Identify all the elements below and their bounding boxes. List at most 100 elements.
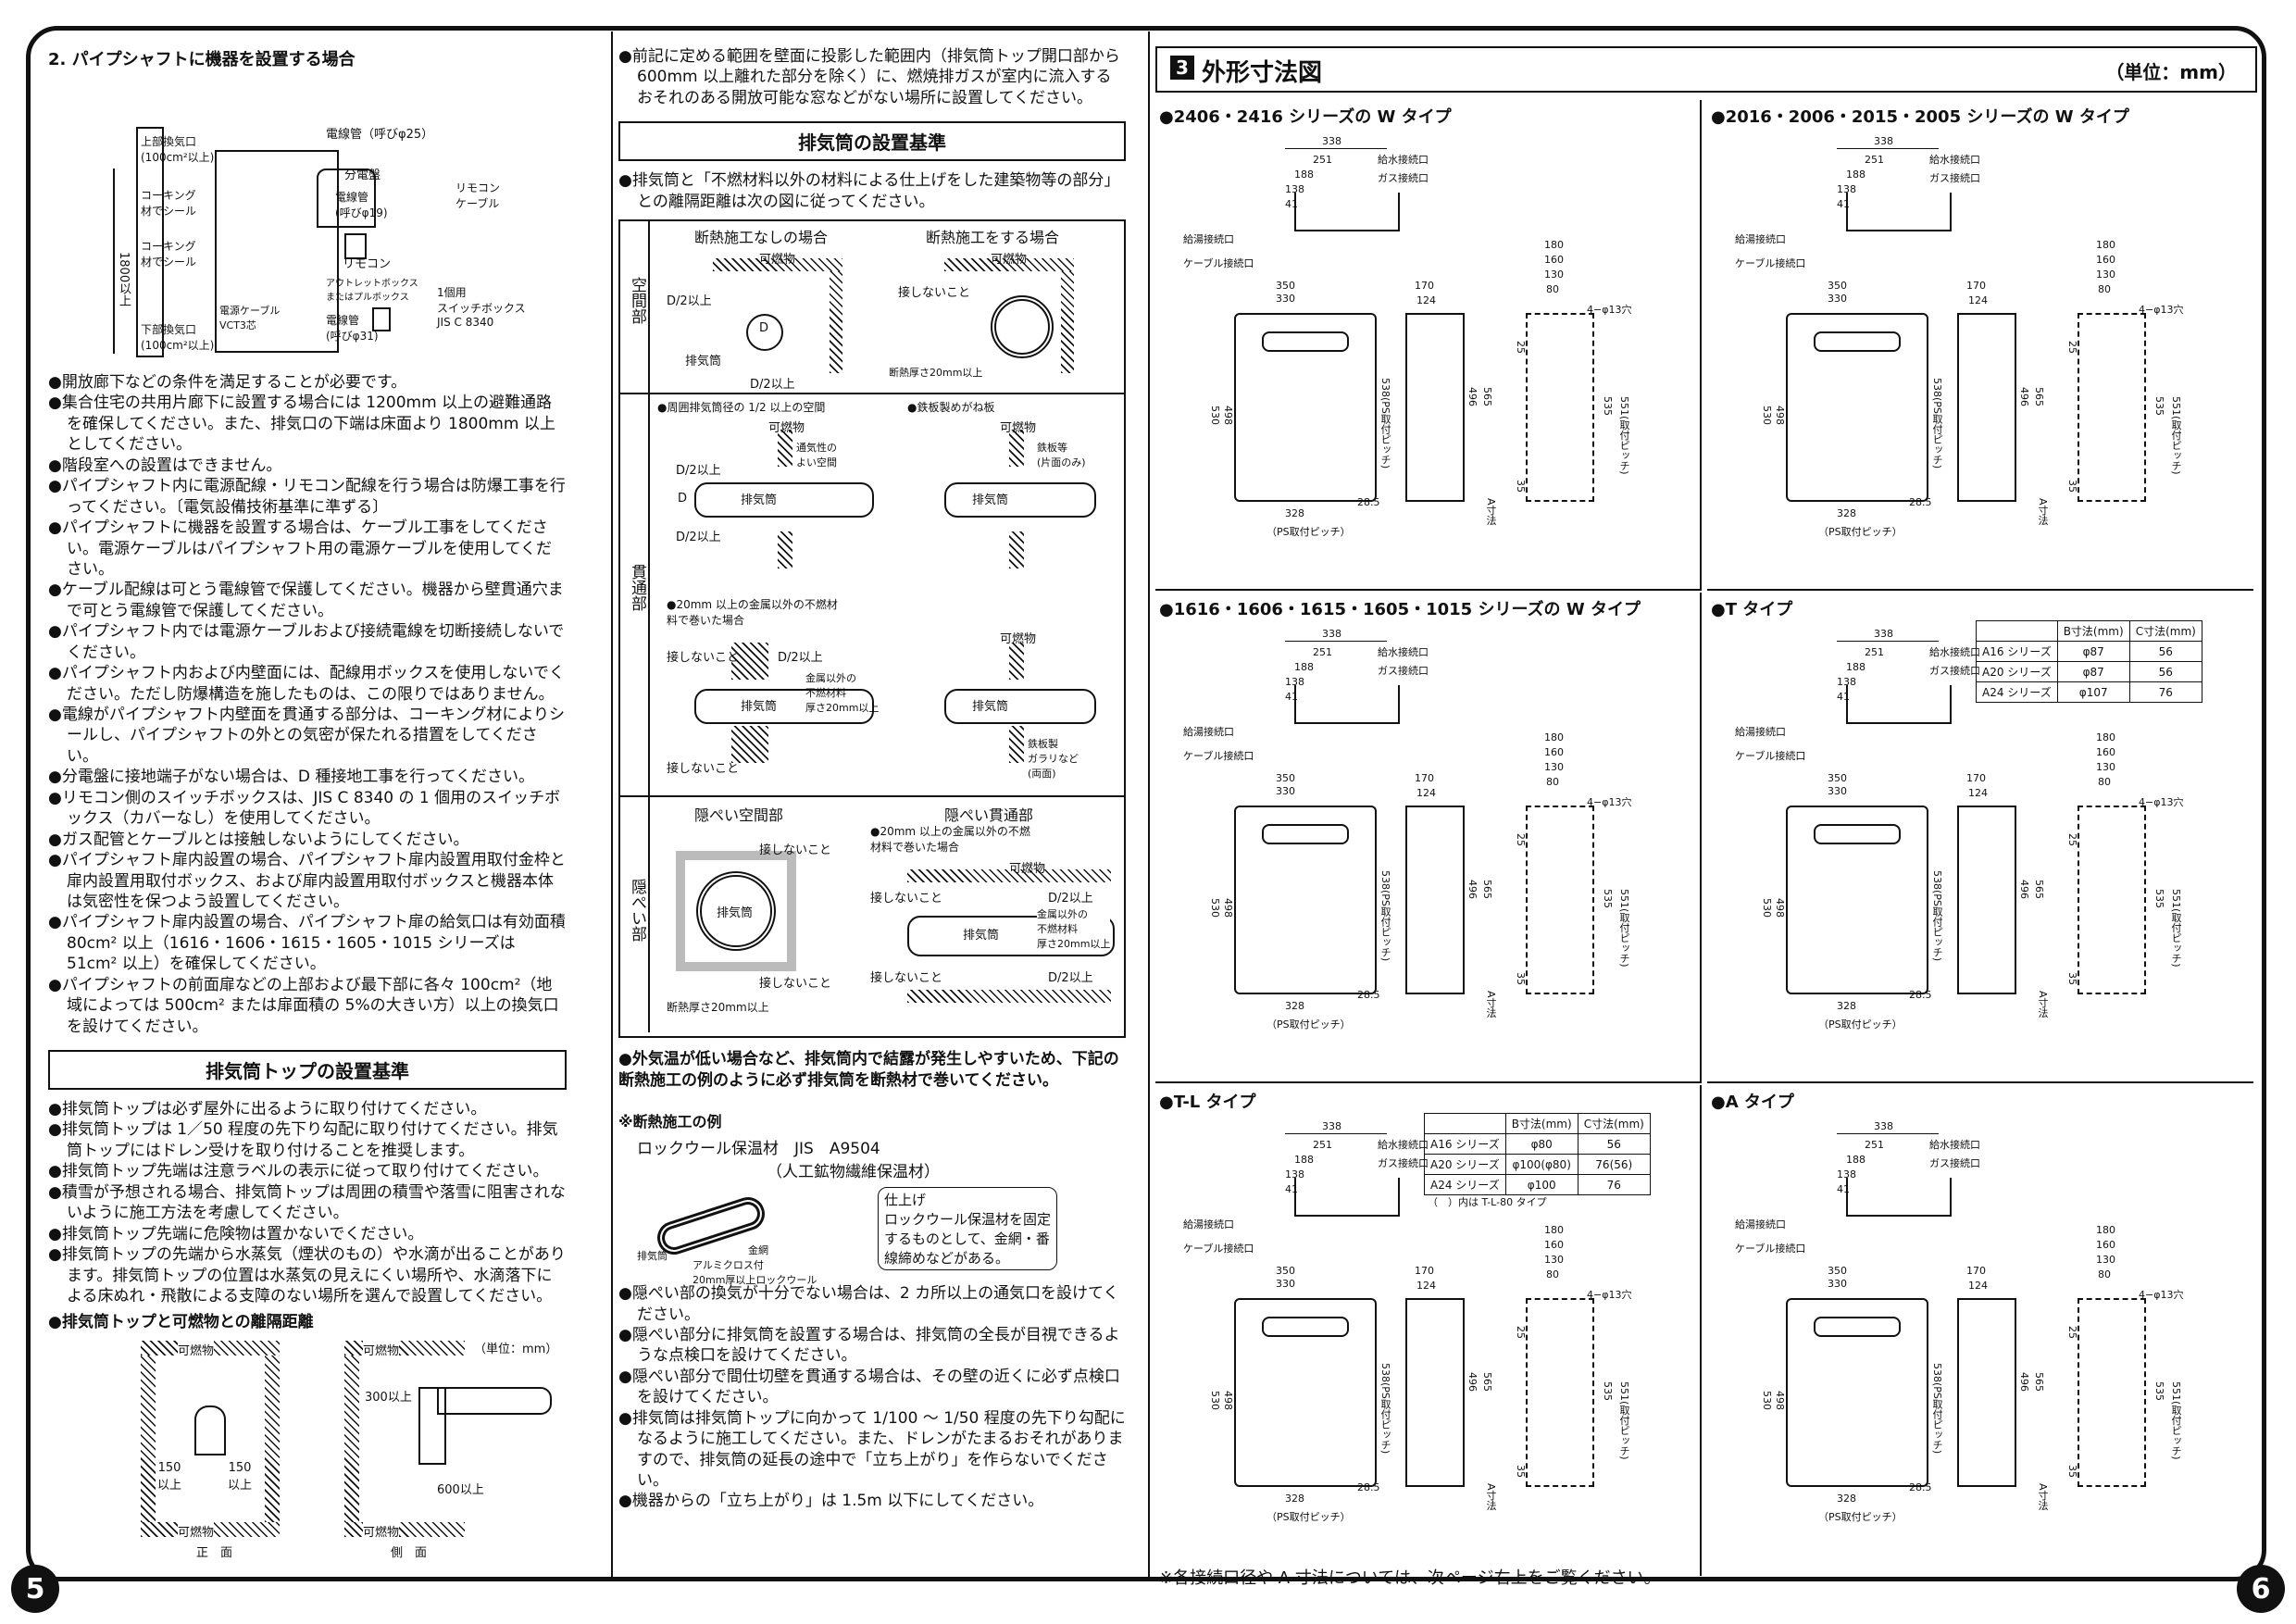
label-height-1800: 1800以上 [117,252,131,307]
label-exhaust: 排気筒 [637,1250,668,1263]
hatch [1009,430,1024,468]
side-view-unit [1405,313,1465,502]
dim-551: 551(取付ピッチ) [2170,396,2182,475]
table-header [1976,620,2058,642]
label-metal-20: ●20mm 以上の金属以外の不燃材 料で巻いた場合 [667,598,838,628]
label-no-contact: 接しないこと [667,762,740,777]
insulated-exhaust-circle [696,871,776,952]
label-300: 300以上 [365,1391,412,1405]
label-exhaust: 排気筒 [685,355,722,369]
dim-535: 535 [2153,1381,2165,1401]
front-view-unit [1786,1298,1928,1487]
table-cell: 76(56) [1577,1154,1651,1175]
dim-130: 130 [2096,1254,2115,1266]
label-remocon-cable: リモコン ケーブル [455,181,501,210]
dim-535: 535 [2153,396,2165,416]
dim-328: 328 [1837,1493,1856,1505]
label-aluminium-cloth: アルミクロス付 20mm厚以上ロックウール [693,1259,817,1287]
dim-188: 188 [1294,661,1314,673]
dim-180: 180 [1544,239,1564,251]
bullet: 階段室への設置はできません。 [48,456,567,476]
label-water-inlet: 給水接続口 [1929,154,1980,166]
dim-530: 530 [1209,898,1221,918]
top-view-outline [1294,193,1400,231]
label-conduit-25: 電線管（呼びφ25） [326,128,434,142]
pipe-shaft-bullets: 開放廊下などの条件を満足することが必要です。 集合住宅の共用片廊下に設置する場合… [48,372,567,1037]
label-gas-inlet: ガス接続口 [1378,172,1429,184]
hatch [907,990,1111,1004]
top-view-outline [1294,685,1400,724]
dim-124: 124 [1968,787,1988,799]
label-d2: D/2以上 [676,531,721,545]
dim-35: 35 [2066,1465,2078,1478]
front-exhaust-outlet [1814,331,1901,352]
label-combustible: 可燃物 [178,1341,215,1359]
label-power-cable: 電源ケーブル VCT3芯 [219,305,281,331]
insulation-bold-note: ●外気温が低い場合など、排気筒内で結露が発生しやすいため、下記の断熱施工の例のよ… [618,1050,1119,1090]
dim-551: 551(取付ピッチ) [2170,1381,2182,1460]
dim-251: 251 [1313,646,1332,658]
label-combustible: 可燃物 [363,1522,400,1541]
front-exhaust-outlet [1262,1317,1349,1337]
dim-170: 170 [1966,772,1986,784]
label-combustible: 可燃物 [1000,632,1037,647]
label-mesh: 金網 [748,1244,768,1257]
cell-title: ●T タイプ [1711,600,1793,619]
mounting-bracket-view [2078,313,2146,502]
dim-130: 130 [1544,1254,1564,1266]
hatch-right-front [265,1355,280,1523]
label-150-left: 150 以上 [157,1461,182,1493]
page-frame [26,26,2266,1581]
table-header: C寸法(mm) [2128,620,2202,642]
dim-551: 551(取付ピッチ) [1618,889,1630,968]
dimension-cell: ●A タイプ 338 251 188 138 41 給水接続口 ガス接続口 給湯… [1707,1085,2253,1576]
label-a-dim: A寸法 [1485,1483,1497,1511]
dim-124: 124 [1968,1280,1988,1292]
dim-565: 565 [2033,880,2045,899]
exhaust-top-bullets: 排気筒トップは必ず屋外に出るように取り付けてください。 排気筒トップは 1／50… [48,1099,567,1306]
label-hole: 4−φ13穴 [1587,796,1632,808]
label-switch-box: 1個用 スイッチボックス JIS C 8340 [437,286,526,329]
front-view-unit [1786,806,1928,994]
dim-551: 551(取付ピッチ) [2170,889,2182,968]
label-ps-pitch: （PS取付ピッチ） [1267,1018,1351,1031]
table-header: B寸法(mm) [1504,1113,1578,1134]
side-view-unit [1405,806,1465,994]
mounting-bracket-view [2078,806,2146,994]
cell-title: ●T-L タイプ [1159,1093,1256,1112]
page-number-right: 6 [2237,1565,2285,1613]
dim-188: 188 [1846,169,1866,181]
label-hole: 4−φ13穴 [1587,304,1632,316]
clearance-figure: （単位：mm） 可燃物 150 以上 150 以上 可燃物 正 面 可燃物 30… [48,1331,567,1563]
label-cable-inlet: ケーブル接続口 [1735,257,1806,269]
exhaust-circle [746,314,783,352]
bullet: 排気筒トップは必ず屋外に出るように取り付けてください。 [48,1099,567,1119]
dim-251: 251 [1865,1139,1884,1151]
clearance-subheading: ●排気筒トップと可燃物との離隔距離 [48,1313,314,1332]
dim-338: 338 [1874,1120,1893,1132]
dim-124: 124 [1968,294,1988,306]
dim-170: 170 [1966,1265,1986,1277]
dim-80: 80 [1546,283,1559,295]
hatch [1009,531,1024,569]
label-insul-20: 断熱厚さ20mm以上 [667,1001,769,1015]
label-150-right: 150 以上 [228,1461,253,1493]
label-gas-inlet: ガス接続口 [1929,665,1980,677]
dim-496: 496 [2018,1372,2030,1392]
dim-124: 124 [1416,787,1436,799]
front-exhaust-outlet [1814,824,1901,844]
label-remocon: リモコン [343,257,392,271]
dim-330: 330 [1276,785,1295,797]
bullet: 隠ぺい部の換気が十分でない場合は、2 カ所以上の通気口を設けてください。 [618,1283,1126,1325]
dim-130: 130 [1544,761,1564,773]
row-label-through: 貫通部 [628,564,646,612]
shaft-space [215,150,339,353]
dim-160: 160 [2096,746,2115,758]
label-exhaust: 排気筒 [741,700,778,715]
label-no-contact: 接しないこと [759,843,832,858]
bullet: パイプシャフト扉内設置の場合、パイプシャフト扉内設置用取付金枠と扉内設置用取付ボ… [48,850,567,912]
dim-330: 330 [1828,293,1847,305]
hatch [907,869,1111,883]
dim-124: 124 [1416,1280,1436,1292]
label-d: D [759,321,769,336]
